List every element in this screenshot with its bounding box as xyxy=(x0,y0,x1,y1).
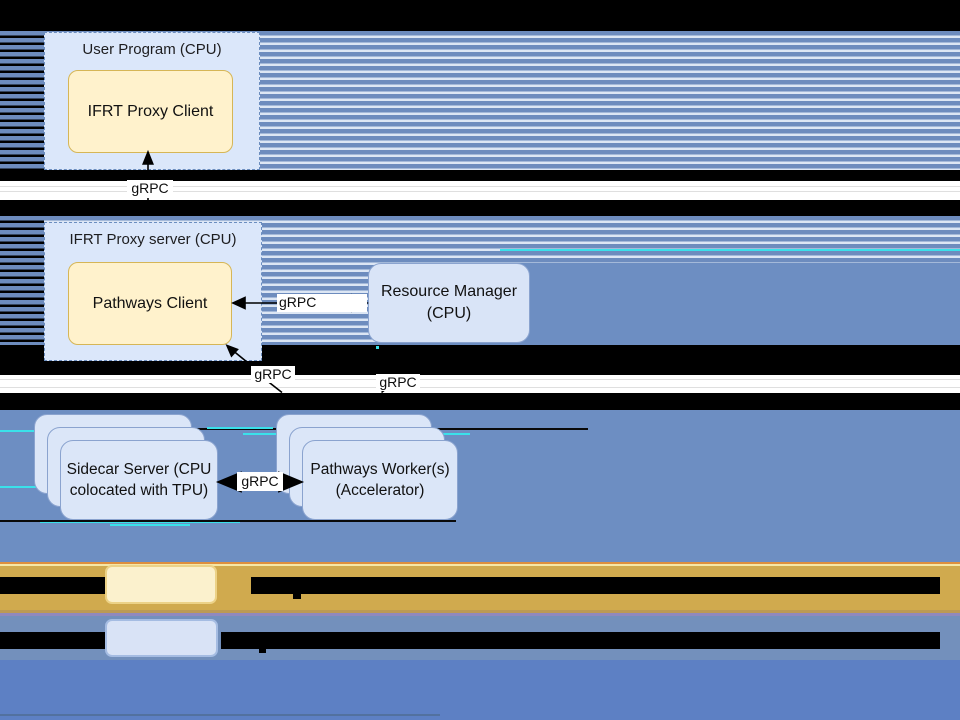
bg-cream-hairline xyxy=(0,564,960,566)
bg-black-band-5 xyxy=(0,393,960,410)
bg-gray-hairline xyxy=(0,191,960,192)
sidecar-label-line2: colocated with TPU) xyxy=(69,482,209,499)
resource-manager-label-line1: Resource Manager xyxy=(380,283,518,300)
scanline-artifact-dark xyxy=(0,520,456,522)
bg-black-band-3 xyxy=(0,200,960,216)
resource-manager-label-line2: (CPU) xyxy=(426,305,472,322)
bg-black-band-top xyxy=(0,0,960,31)
scanline-artifact-cyan xyxy=(0,486,55,488)
worker-stack-card-front: Pathways Worker(s) (Accelerator) xyxy=(302,440,458,520)
bg-periwinkle-band xyxy=(0,660,960,720)
pathways-client-label: Pathways Client xyxy=(92,294,208,312)
bg-white-band-2 xyxy=(0,375,960,393)
scanline-artifact-cyan-dot xyxy=(376,346,379,349)
legend-row1-descender-notch xyxy=(293,593,301,599)
bg-orange-hairline xyxy=(0,562,960,564)
ifrt-proxy-client-node: IFRT Proxy Client xyxy=(68,70,233,153)
sidecar-label-line1: Sidecar Server (CPU xyxy=(66,461,212,478)
pathways-client-node: Pathways Client xyxy=(68,262,232,345)
scanline-artifact-cyan xyxy=(110,524,190,526)
scanline-artifact-cyan xyxy=(500,249,960,251)
bg-gray-hairline xyxy=(0,379,960,380)
legend-swatch-process-yellow xyxy=(105,565,217,604)
sidecar-stack-card-front: Sidecar Server (CPU colocated with TPU) xyxy=(60,440,218,520)
worker-label-line2: (Accelerator) xyxy=(335,482,425,499)
edge-label-client-proxy: gRPC xyxy=(127,180,173,198)
bg-gold-shade xyxy=(0,610,960,613)
scanline-artifact-cyan xyxy=(40,521,240,523)
ifrt-proxy-server-title: IFRT Proxy server (CPU) xyxy=(69,231,237,248)
ifrt-proxy-client-label: IFRT Proxy Client xyxy=(87,102,214,120)
bg-violet-hairline xyxy=(0,613,960,616)
legend-row1-redacted-bar-left xyxy=(0,577,106,594)
worker-label-line1: Pathways Worker(s) xyxy=(310,461,450,478)
legend-row2-redacted-bar xyxy=(221,632,940,649)
scanline-artifact-cyan xyxy=(207,427,273,429)
bg-gray-hairline xyxy=(0,387,960,388)
edge-label-workers-client: gRPC xyxy=(251,366,295,383)
edge-label-rm-workers: gRPC xyxy=(376,374,420,391)
bg-stripes-right xyxy=(430,216,960,263)
legend-row1-redacted-bar xyxy=(251,577,940,594)
legend-swatch-process-blue xyxy=(105,619,218,657)
bg-white-band-1 xyxy=(0,181,960,200)
scanline-artifact-cyan xyxy=(0,430,55,432)
bg-bottom-dark-line xyxy=(0,714,440,716)
bg-black-band-2 xyxy=(0,170,960,181)
bg-stripes-left-mid xyxy=(0,216,44,345)
legend-row2-redacted-bar-left xyxy=(0,632,105,649)
legend-row2-descender-notch xyxy=(259,648,266,653)
edge-label-client-rm: gRPC xyxy=(277,294,367,312)
bg-stripes-left-top xyxy=(0,31,44,170)
user-program-title: User Program (CPU) xyxy=(82,41,222,58)
resource-manager-node: Resource Manager (CPU) xyxy=(368,263,530,343)
edge-label-sidecar-workers: gRPC xyxy=(237,472,283,491)
bg-gray-hairline xyxy=(0,186,960,187)
